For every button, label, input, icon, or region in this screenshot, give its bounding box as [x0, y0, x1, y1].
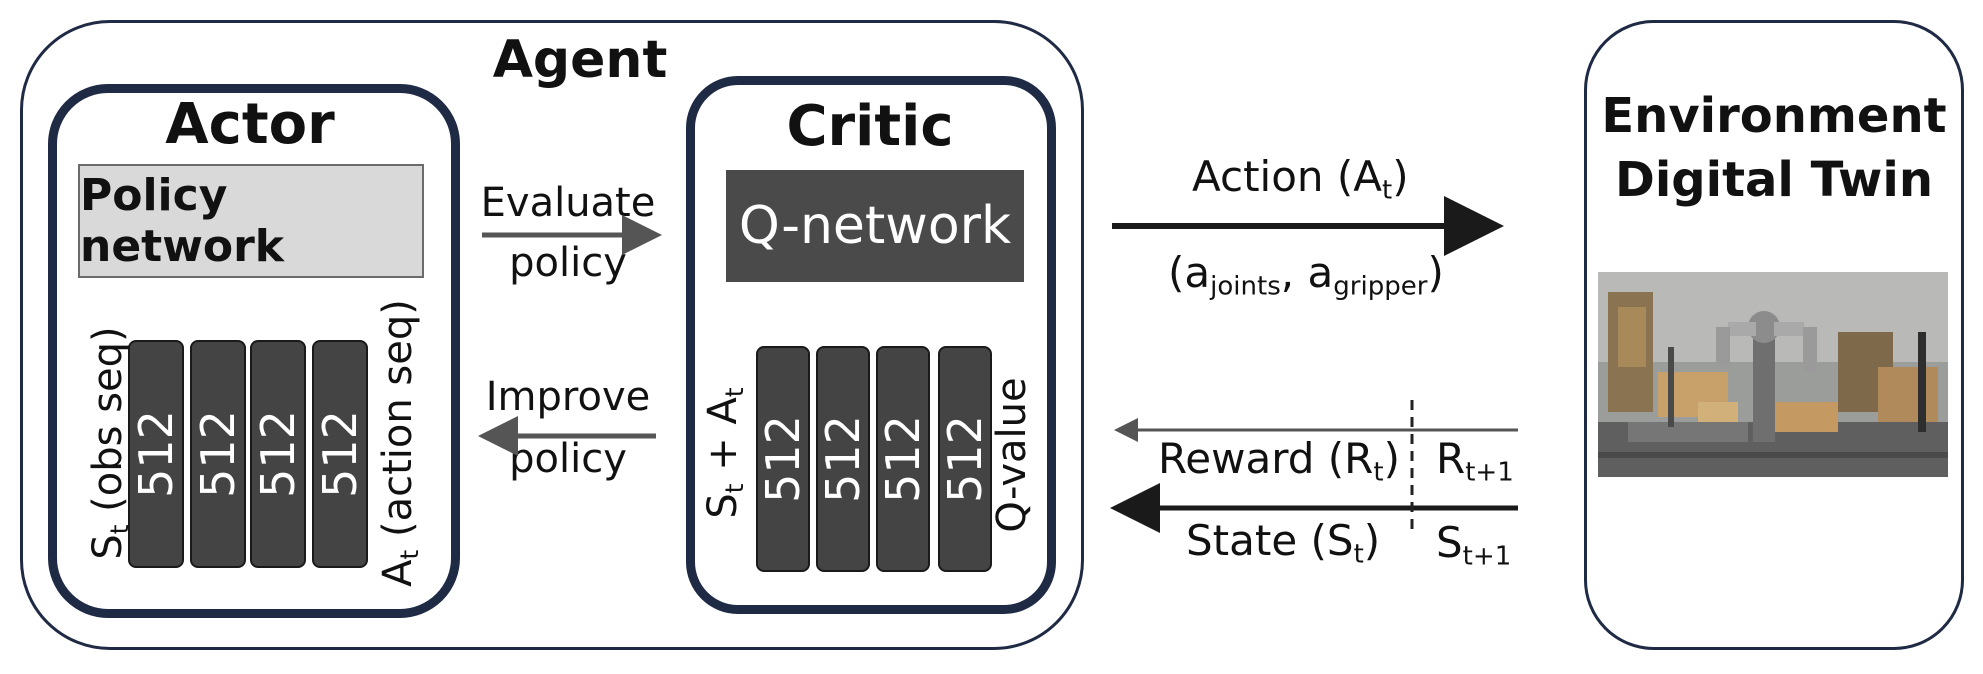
- improve-policy-label-1: Improve: [485, 374, 651, 420]
- agent-container: [20, 20, 1084, 650]
- environment-title-line-1: Environment: [1601, 88, 1947, 144]
- reward-label: Reward (Rt): [1158, 434, 1400, 488]
- agent-title: Agent: [492, 30, 668, 90]
- critic-container: [686, 76, 1056, 614]
- q-network-box: Q-network: [726, 170, 1024, 282]
- robot-simulation-icon: [1598, 272, 1948, 477]
- critic-layer-2: 512: [816, 346, 870, 572]
- next-state-label: St+1: [1436, 518, 1512, 572]
- state-label: State (St): [1186, 516, 1381, 570]
- actor-layer-2: 512: [190, 340, 246, 568]
- environment-container: [1584, 20, 1964, 650]
- critic-layer-1: 512: [756, 346, 810, 572]
- actor-title: Actor: [165, 92, 335, 157]
- environment-title-line-2: Digital Twin: [1614, 152, 1934, 208]
- critic-layer-3: 512: [876, 346, 930, 572]
- actor-layer-4: 512: [312, 340, 368, 568]
- next-reward-label: Rt+1: [1436, 434, 1514, 488]
- policy-network-box: Policy network: [78, 164, 424, 278]
- action-label: Action (At): [1192, 152, 1409, 206]
- actor-layer-1: 512: [128, 340, 184, 568]
- action-detail-label: (ajoints, agripper): [1168, 248, 1444, 302]
- actor-container: [48, 84, 460, 618]
- evaluate-policy-label-2: policy: [509, 240, 627, 286]
- critic-title: Critic: [786, 94, 954, 159]
- critic-layer-4: 512: [938, 346, 992, 572]
- improve-policy-label-2: policy: [509, 436, 627, 482]
- actor-layer-3: 512: [250, 340, 306, 568]
